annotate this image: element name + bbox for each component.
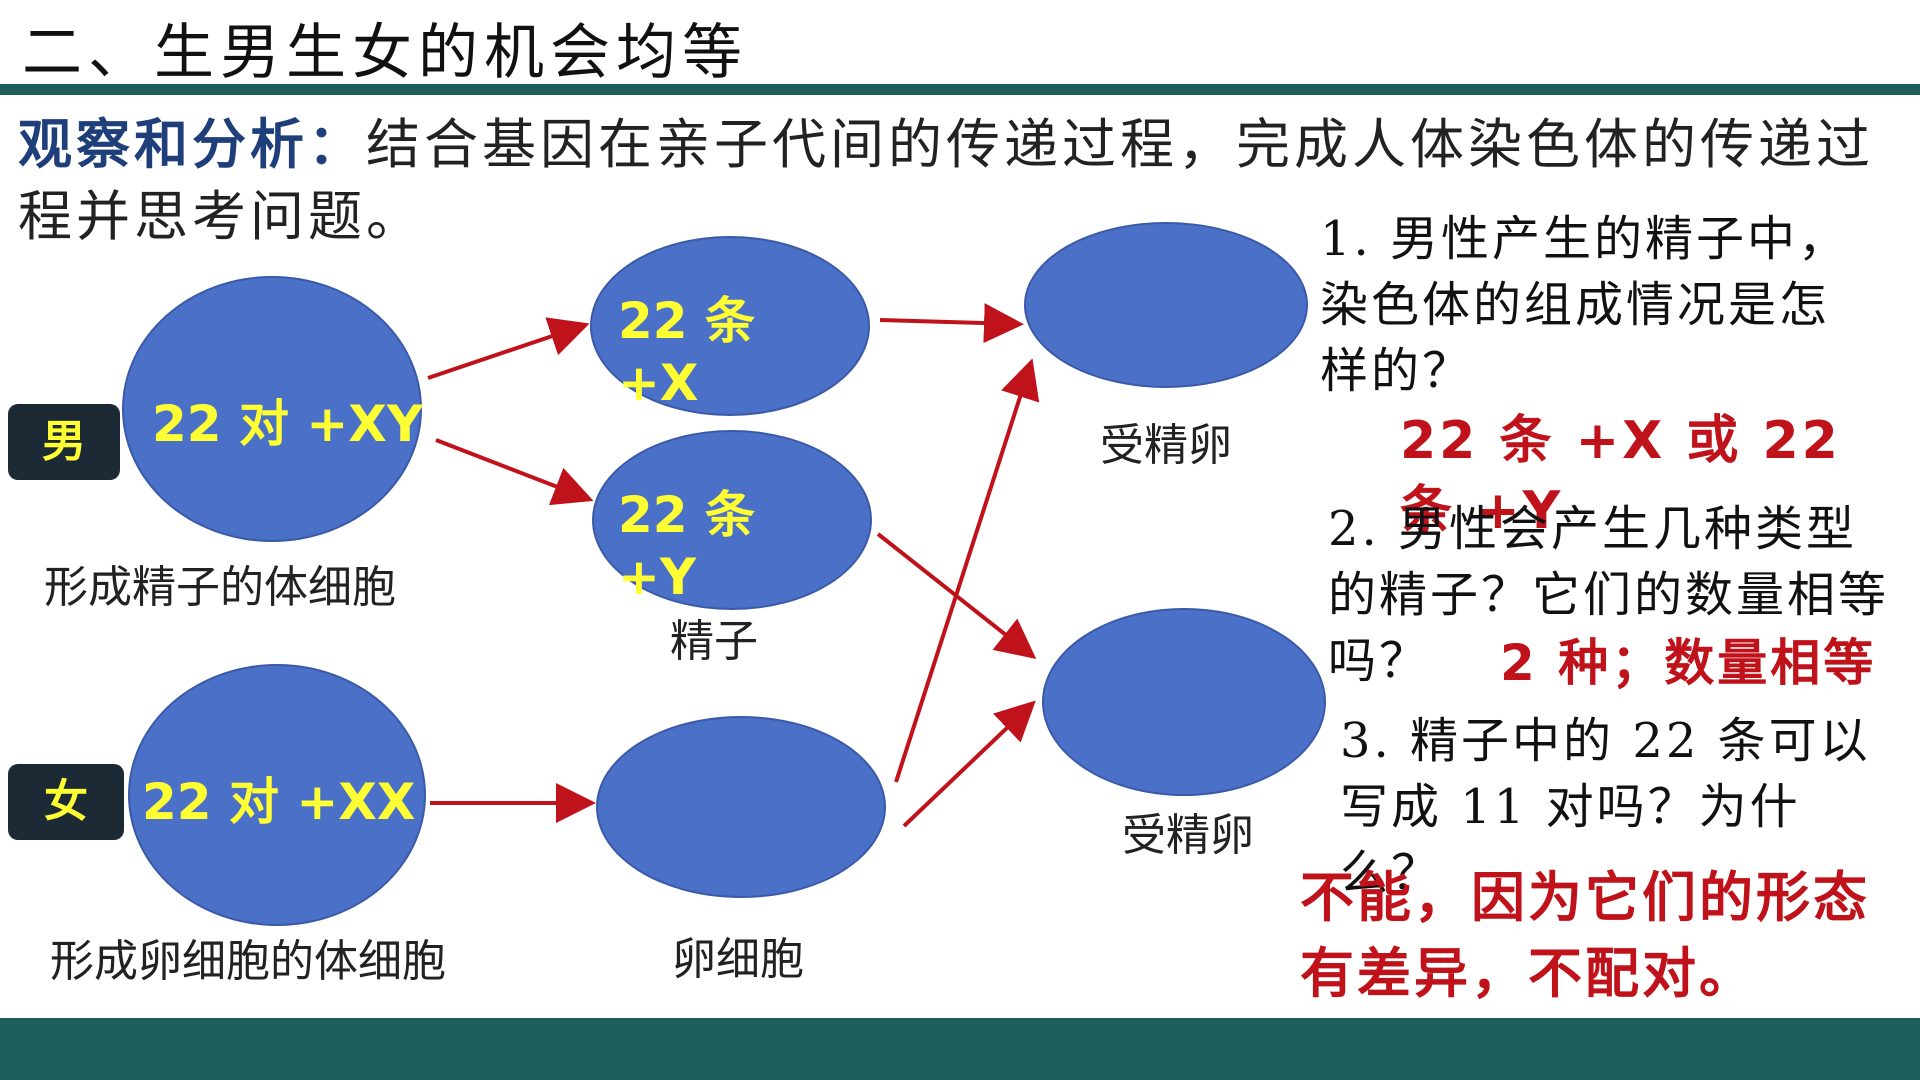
arrow-sperm-x-to-zygote-top xyxy=(879,303,1024,344)
arrow-male-to-sperm-x xyxy=(427,317,590,380)
zygote-top-cell xyxy=(1024,222,1308,388)
question-1: 1. 男性产生的精子中，染色体的组成情况是怎样的？ xyxy=(1320,211,1850,399)
arrow-egg-to-zygote-bottom xyxy=(902,700,1036,828)
female-cell-caption: 形成卵细胞的体细胞 xyxy=(50,936,446,987)
answer-2: 2 种；数量相等 xyxy=(1500,634,1877,692)
sperm-x-label: 22 条 +X xyxy=(618,292,755,412)
female-somatic-cell xyxy=(128,664,426,926)
question-3: 3. 精子中的 22 条可以写成 11 对吗？为什么？ xyxy=(1340,713,1871,901)
answer-3: 不能，因为它们的形态有差异，不配对。 xyxy=(1300,866,1870,1005)
egg-cell xyxy=(596,716,886,898)
male-cell-label: 22 对 +XY xyxy=(152,395,424,453)
arrow-sperm-y-to-zygote-bottom xyxy=(876,532,1037,659)
male-somatic-cell xyxy=(122,276,422,542)
female-badge: 女 xyxy=(8,764,124,840)
sperm-caption: 精子 xyxy=(670,616,758,667)
sperm-y-cell xyxy=(592,430,872,610)
footer-band xyxy=(0,1018,1920,1080)
sperm-x-cell xyxy=(590,236,870,416)
intro-text: 结合基因在亲子代间的传递过程，完成人体染色体的传递过程并思考问题。 xyxy=(18,113,1874,248)
page-title: 二、生男生女的机会均等 xyxy=(22,18,748,88)
zygote-bottom-cell xyxy=(1042,608,1326,796)
male-cell-caption: 形成精子的体细胞 xyxy=(44,562,396,613)
arrow-egg-to-zygote-top xyxy=(894,358,1040,783)
male-badge: 男 xyxy=(8,404,120,480)
sperm-y-label: 22 条 +Y xyxy=(618,486,755,606)
intro-paragraph: 观察和分析：结合基因在亲子代间的传递过程，完成人体染色体的传递过程并思考问题。 xyxy=(18,108,1898,253)
arrow-male-to-sperm-y xyxy=(435,438,594,506)
zygote-bottom-caption: 受精卵 xyxy=(1122,810,1254,861)
female-cell-label: 22 对 +XX xyxy=(142,773,416,831)
question-2: 2. 男性会产生几种类型的精子？它们的数量相等吗？ xyxy=(1328,501,1890,689)
answer-1: 22 条 +X 或 22 条 +Y xyxy=(1400,411,1841,541)
zygote-top-caption: 受精卵 xyxy=(1100,420,1232,471)
title-underline xyxy=(0,84,1920,95)
intro-lead: 观察和分析： xyxy=(18,112,366,176)
egg-caption: 卵细胞 xyxy=(672,934,804,985)
